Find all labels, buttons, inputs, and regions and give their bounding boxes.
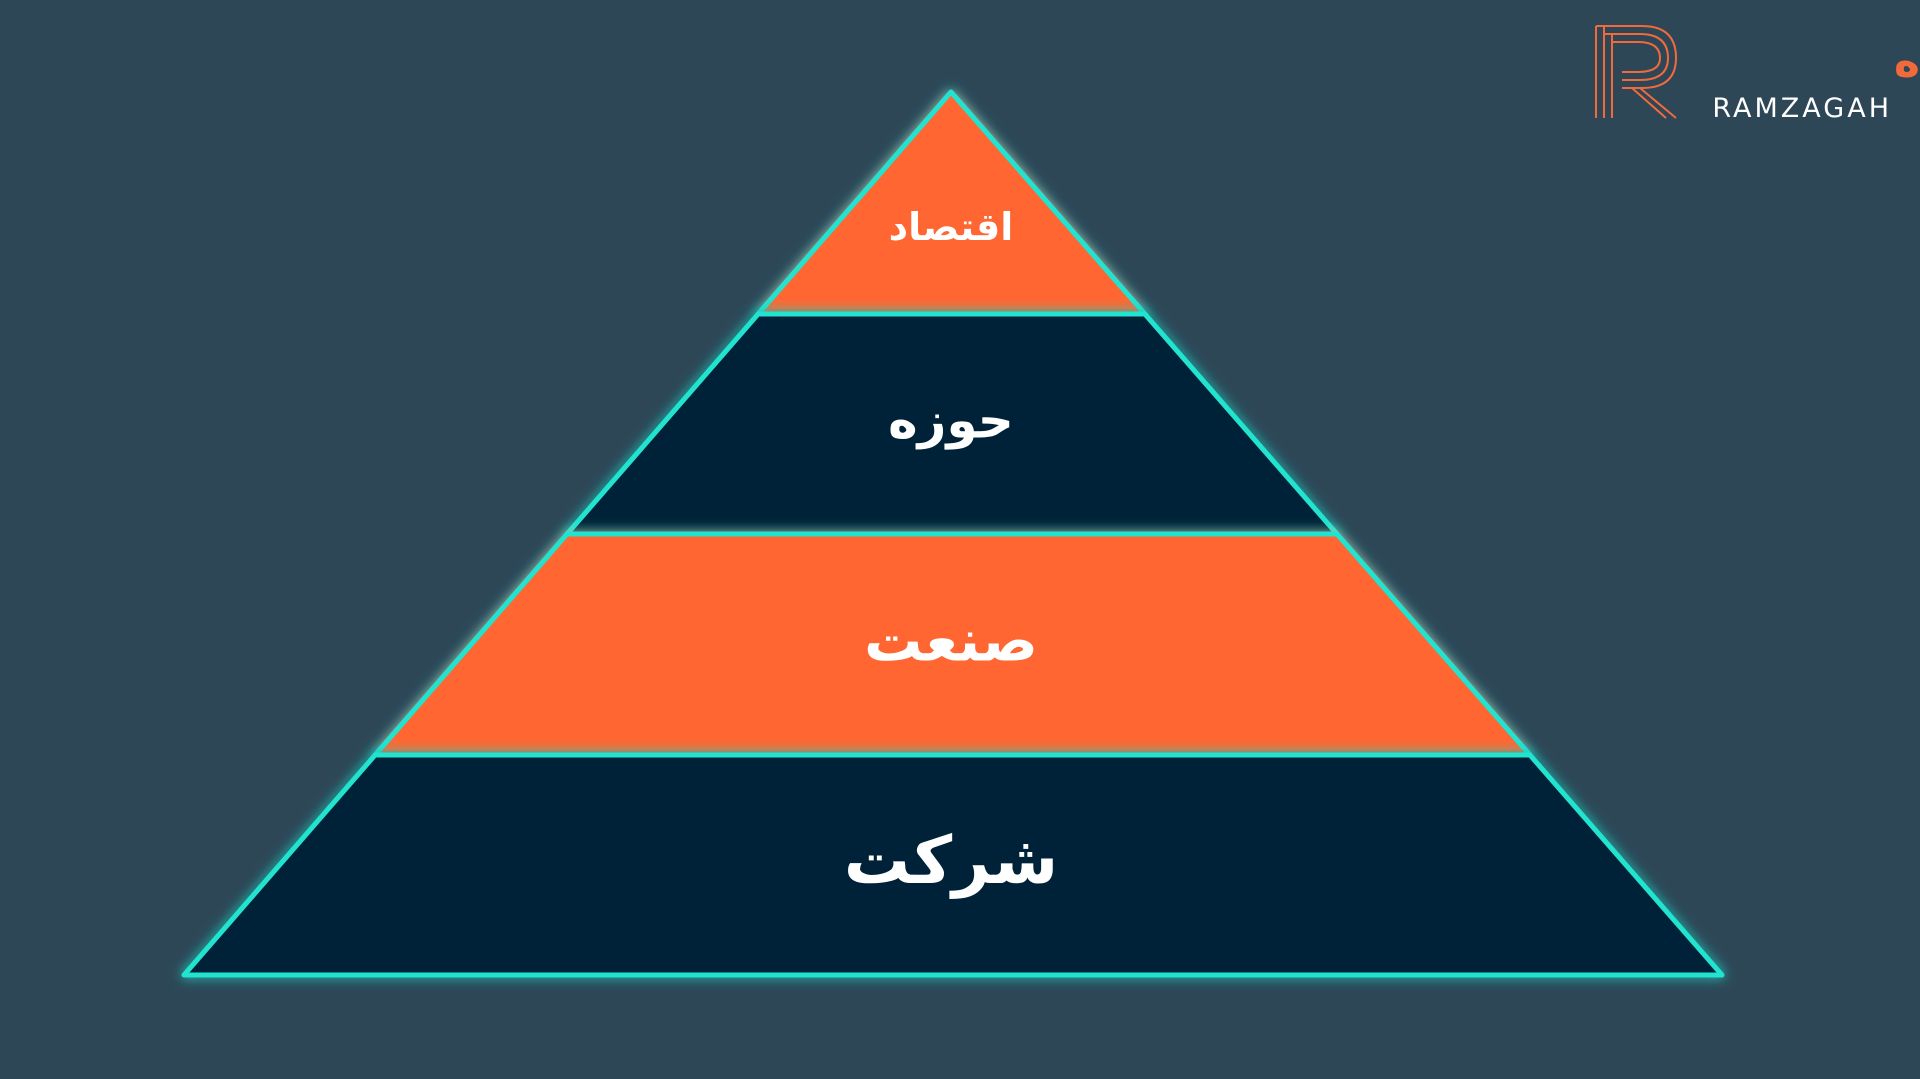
pyramid-tier-label-3: صنعت	[864, 607, 1038, 675]
pyramid-tier-label-4: شرکت	[844, 822, 1058, 899]
ramzagah-logo: رمزآگاه RAMZAGAH	[1595, 25, 1920, 124]
logo-persian-wordmark: رمزآگاه	[1894, 33, 1920, 87]
pyramid-diagram: اقتصاد حوزه صنعت شرکت	[181, 89, 1725, 978]
pyramid-tier-label-1: اقتصاد	[889, 205, 1014, 249]
pyramid-tier-label-2: حوزه	[888, 392, 1014, 451]
pyramid-tier-1	[755, 89, 1148, 317]
ramzagah-logo-icon	[1595, 25, 1678, 119]
logo-latin-wordmark: RAMZAGAH	[1712, 93, 1892, 124]
pyramid-tier-4	[181, 752, 1725, 978]
